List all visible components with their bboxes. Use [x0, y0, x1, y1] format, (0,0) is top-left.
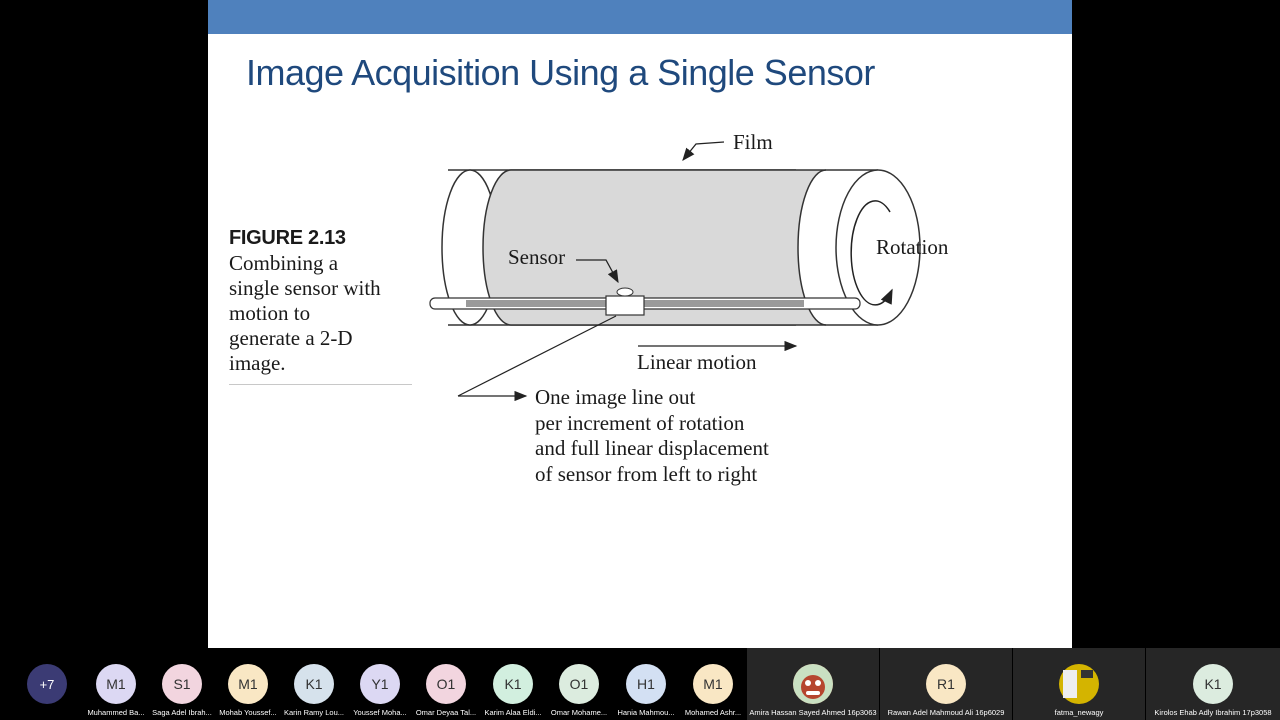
slide-title: Image Acquisition Using a Single Sensor — [246, 52, 875, 93]
presentation-slide: Image Acquisition Using a Single Sensor … — [208, 0, 1072, 648]
caption-line: generate a 2-D — [229, 326, 353, 350]
participant-name: Omar Deyaa Tal... — [415, 708, 477, 717]
avatar: M1 — [693, 664, 733, 704]
participant-name: Rawan Adel Mahmoud Ali 16p6029 — [887, 708, 1005, 717]
participant-tile[interactable]: H1 Hania Mahmou... — [614, 648, 678, 720]
sensor-pointer-arrow — [576, 259, 619, 284]
participant-tile[interactable]: M1 Mohamed Ashr... — [681, 648, 745, 720]
rotation-label: Rotation — [876, 235, 949, 259]
photo-avatar-icon — [1059, 664, 1099, 704]
figure-caption: FIGURE 2.13 Combining a single sensor wi… — [229, 226, 415, 376]
video-tile[interactable]: fatma_newagy — [1013, 648, 1145, 720]
participant-name: Karim Alaa Eldi... — [484, 708, 542, 717]
caption-line: single sensor with — [229, 276, 381, 300]
sensor-block — [605, 295, 645, 316]
slide-header-bar — [208, 0, 1072, 34]
avatar: S1 — [162, 664, 202, 704]
caption-line: Combining a — [229, 251, 339, 275]
avatar: Y1 — [360, 664, 400, 704]
avatar: O1 — [426, 664, 466, 704]
participant-name: Mohamed Ashr... — [684, 708, 742, 717]
participant-tile[interactable]: K1 Karim Alaa Eldi... — [481, 648, 545, 720]
participant-tile[interactable]: M1 Muhammed Ba... — [84, 648, 148, 720]
avatar: K1 — [294, 664, 334, 704]
participant-name: fatma_newagy — [1054, 708, 1104, 717]
more-participants-button[interactable]: +7 — [27, 664, 67, 704]
participant-tile[interactable]: O1 Omar Mohame... — [547, 648, 611, 720]
avatar: M1 — [96, 664, 136, 704]
participant-name: Mohab Youssef... — [219, 708, 277, 717]
participant-name: Muhammed Ba... — [87, 708, 145, 717]
output-line-4: of sensor from left to right — [535, 462, 757, 486]
output-line — [457, 315, 617, 397]
avatar: H1 — [626, 664, 666, 704]
avatar: K1 — [493, 664, 533, 704]
sensor-label: Sensor — [508, 245, 565, 269]
participant-tile[interactable]: O1 Omar Deyaa Tal... — [414, 648, 478, 720]
avatar: M1 — [228, 664, 268, 704]
caption-divider — [229, 384, 412, 385]
participant-tile[interactable]: Y1 Youssef Moha... — [348, 648, 412, 720]
avatar: R1 — [926, 664, 966, 704]
participant-tile[interactable]: S1 Saga Adel Ibrah... — [150, 648, 214, 720]
participant-tile[interactable]: M1 Mohab Youssef... — [216, 648, 280, 720]
video-tile[interactable]: K1 Kirolos Ehab Adly Ibrahim 17p3058 — [1146, 648, 1280, 720]
film-left-edge — [482, 169, 512, 326]
participant-tile[interactable]: K1 Karin Ramy Lou... — [282, 648, 346, 720]
film-right-edge — [797, 169, 827, 326]
participant-name: Hania Mahmou... — [617, 708, 675, 717]
film-label: Film — [733, 130, 773, 154]
output-line-3: and full linear displacement — [535, 436, 769, 460]
sensor-head — [616, 287, 634, 297]
participant-name: Karin Ramy Lou... — [283, 708, 345, 717]
video-tile[interactable]: Amira Hassan Sayed Ahmed 16p3063 — [747, 648, 879, 720]
cartoon-avatar-icon — [793, 664, 833, 704]
participant-name: Omar Mohame... — [550, 708, 608, 717]
figure-label: FIGURE 2.13 — [229, 227, 346, 249]
participant-name: Amira Hassan Sayed Ahmed 16p3063 — [749, 708, 877, 717]
film-pointer-arrow — [682, 141, 725, 162]
avatar: O1 — [559, 664, 599, 704]
output-line-1: One image line out — [535, 385, 696, 409]
linear-motion-label: Linear motion — [637, 350, 757, 374]
participant-name: Saga Adel Ibrah... — [152, 708, 212, 717]
participant-name: Youssef Moha... — [353, 708, 407, 717]
rotation-arrow — [850, 200, 893, 306]
avatar: K1 — [1193, 664, 1233, 704]
output-line-2: per increment of rotation — [535, 411, 745, 435]
caption-line: image. — [229, 351, 286, 375]
caption-line: motion to — [229, 301, 311, 325]
video-tile[interactable]: R1 Rawan Adel Mahmoud Ali 16p6029 — [880, 648, 1012, 720]
single-sensor-diagram: Film Sensor Rotation Linear motion One i… — [429, 130, 976, 486]
participant-name: Kirolos Ehab Adly Ibrahim 17p3058 — [1154, 708, 1272, 717]
